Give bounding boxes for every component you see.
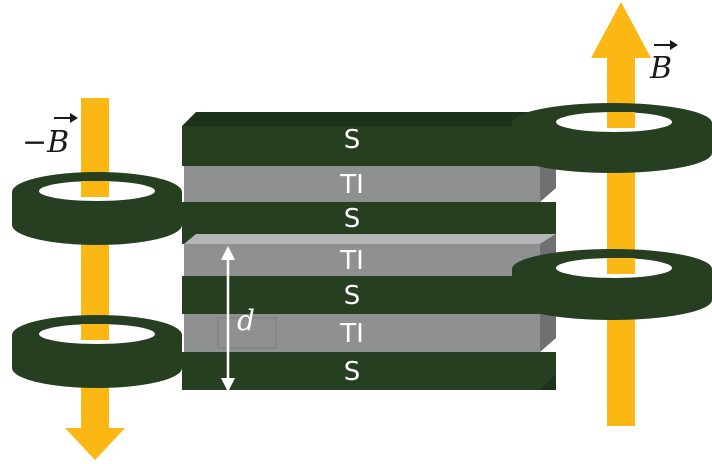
label-field-neg: −B — [22, 125, 69, 160]
s-layer-3 — [182, 276, 556, 314]
label-s-2: S — [344, 204, 361, 234]
ti-layer-1 — [184, 166, 556, 202]
label-s-4: S — [344, 357, 361, 387]
label-s-1: S — [344, 125, 361, 155]
field-label-positive: B — [649, 40, 678, 86]
thickness-dimension-arrow — [221, 246, 235, 392]
ti-layer-2 — [184, 234, 556, 276]
ti-layer-3 — [184, 314, 556, 352]
left-field-arrow — [65, 98, 125, 460]
label-field-pos: B — [649, 51, 672, 86]
label-s-3: S — [344, 281, 361, 311]
field-label-negative: −B — [22, 113, 78, 160]
label-ti-3: TI — [339, 319, 364, 349]
label-d: d — [237, 304, 255, 337]
label-ti-2: TI — [339, 246, 364, 276]
label-ti-1: TI — [339, 170, 364, 200]
right-field-arrow — [591, 2, 651, 426]
s-layer-4 — [182, 352, 556, 390]
layer-stack: S TI S TI S TI S d — [182, 112, 556, 392]
s-layer-1 — [182, 112, 556, 166]
